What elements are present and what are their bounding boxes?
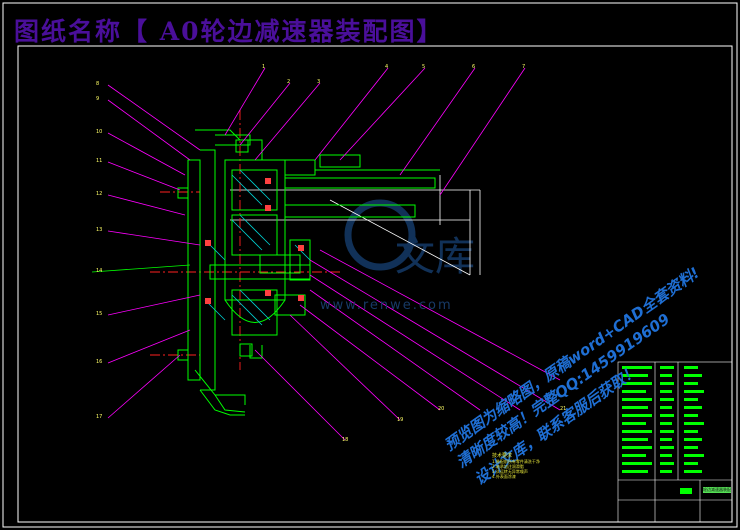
part-label: 12: [96, 191, 103, 197]
part-label: 5: [422, 64, 426, 70]
part-label: 1: [262, 64, 266, 70]
note-line: 1.装配前所有零件清洗干净: [492, 459, 540, 464]
inner-frame: [17, 45, 733, 523]
part-label: 6: [472, 64, 476, 70]
axis-leader: [91, 264, 191, 273]
bearing-rollers: [205, 178, 304, 304]
title-block-drawing-name: 轮边减速器装配图: [703, 487, 731, 493]
note-line: 4.外表面涂漆: [492, 474, 516, 479]
parts-list: [622, 366, 704, 494]
part-label: 19: [397, 417, 404, 423]
part-label: 10: [96, 129, 103, 135]
centerline: [150, 110, 340, 370]
drawing-title: 图纸名称【 A0轮边减速器装配图】: [14, 17, 444, 46]
part-label: 7: [522, 64, 526, 70]
watermark-logo: 文库: [344, 199, 475, 280]
part-label: 2: [287, 79, 291, 85]
leader-lines: [107, 67, 561, 441]
part-label: 9: [96, 96, 100, 102]
part-label: 21: [560, 406, 567, 412]
part-label: 17: [96, 414, 103, 420]
part-label: 8: [96, 81, 100, 87]
part-label: 16: [96, 359, 103, 365]
title-block: [617, 361, 733, 523]
part-label: 11: [96, 158, 103, 164]
part-label: 14: [96, 268, 103, 274]
part-label: 20: [438, 406, 445, 412]
notes-title: 技术要求: [492, 453, 513, 459]
bearings-hatch: [204, 169, 311, 326]
watermark-url: www.renwe.com: [320, 298, 453, 313]
note-line: 3.试运转无异常噪声: [492, 469, 528, 474]
technical-notes: 技术要求 1.装配前所有零件清洗干净 2.轴承加注润滑脂 3.试运转无异常噪声 …: [492, 452, 582, 479]
note-line: 2.轴承加注润滑脂: [492, 464, 524, 469]
part-label: 4: [385, 64, 389, 70]
part-label: 18: [342, 437, 349, 443]
part-label: 15: [96, 311, 103, 317]
part-label: 13: [96, 227, 103, 233]
part-label: 3: [317, 79, 321, 85]
shaft-axis-lines: [230, 175, 481, 276]
